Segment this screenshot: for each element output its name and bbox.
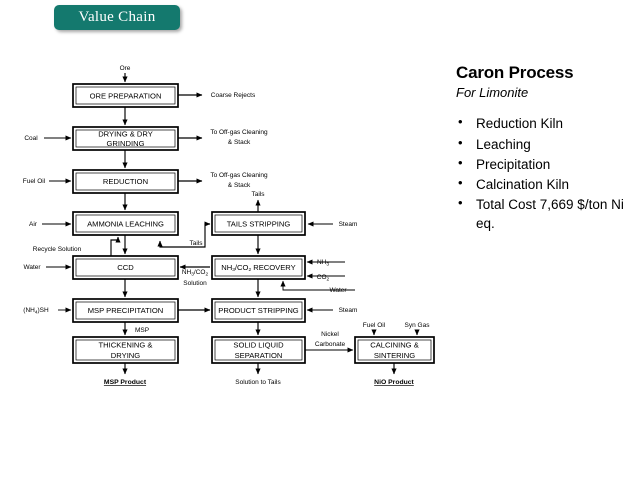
stream-label-syn-gas: Syn Gas	[405, 322, 431, 329]
stream-label-nh3co2-solution-line1: NH3/CO2	[182, 269, 209, 277]
product-label-nio-product: NiO Product	[374, 379, 414, 386]
process-box-ccd: CCD	[72, 255, 179, 280]
stream-label-nh3-in: NH3	[317, 259, 329, 267]
process-box-ammonia-leaching: AMMONIA LEACHING	[72, 211, 179, 236]
connector-lines	[42, 73, 420, 375]
process-box-msp-precipitation: MSP PRECIPITATION	[72, 298, 179, 323]
box-label-drying-line1: DRYING & DRY	[98, 130, 153, 139]
process-box-reduction: REDUCTION	[72, 169, 179, 194]
stream-label-steam-product: Steam	[339, 307, 358, 314]
stream-label-water-ccd: Water	[23, 264, 41, 271]
box-label-product-stripping: PRODUCT STRIPPING	[218, 306, 299, 315]
stream-label-nh3co2-solution-line2: Solution	[183, 280, 207, 287]
box-label-ore-preparation: ORE PREPARATION	[90, 92, 162, 101]
box-label-thickening-line2: DRYING	[111, 351, 140, 360]
stream-label-offgas2-line2: & Stack	[228, 182, 251, 189]
stream-label-recycle-solution: Recycle Solution	[33, 246, 82, 253]
stream-label-fuel-oil-calcining: Fuel Oil	[363, 322, 386, 329]
box-label-drying-line2: GRINDING	[107, 139, 145, 148]
stream-label-coarse-rejects: Coarse Rejects	[211, 92, 256, 99]
stream-label-coal: Coal	[24, 135, 38, 142]
box-label-msp-precipitation: MSP PRECIPITATION	[88, 306, 164, 315]
stream-label-tails-out: Tails	[251, 191, 265, 198]
box-label-calcining-line1: CALCINING &	[370, 341, 419, 350]
process-box-drying-dry-grinding: DRYING & DRY GRINDING	[72, 126, 179, 151]
process-box-product-stripping: PRODUCT STRIPPING	[211, 298, 306, 323]
stream-label-offgas2-line1: To Off-gas Cleaning	[210, 172, 268, 179]
process-title: Caron Process	[456, 63, 574, 82]
stream-label-msp: MSP	[135, 327, 149, 334]
stream-label-tails-recycle: Tails	[189, 240, 203, 247]
stream-label-steam-tails: Steam	[339, 221, 358, 228]
value-chain-banner: Value Chain	[54, 5, 180, 30]
box-label-sls-line2: SEPARATION	[235, 351, 283, 360]
process-box-ore-preparation: ORE PREPARATION	[72, 83, 179, 108]
stream-labels: Ore Coarse Rejects Coal To Off-gas Clean…	[23, 65, 430, 386]
process-box-tails-stripping: TAILS STRIPPING	[211, 211, 306, 236]
box-label-ammonia-leaching: AMMONIA LEACHING	[87, 220, 164, 229]
banner-label: Value Chain	[78, 9, 156, 25]
bullet-item-total-cost: Total Cost 7,669 $/ton Ni eq.	[456, 194, 634, 233]
stream-label-nh4sh: (NH4)SH	[23, 307, 49, 315]
box-label-thickening-line1: THICKENING &	[98, 341, 152, 350]
stream-label-water-recovery: Water	[329, 287, 347, 294]
caron-process-info-panel: Caron Process For Limonite Reduction Kil…	[456, 63, 634, 234]
bullet-item-precipitation: Precipitation	[456, 154, 634, 174]
process-box-solid-liquid-separation: SOLID LIQUID SEPARATION	[211, 336, 306, 364]
process-boxes: ORE PREPARATION DRYING & DRY GRINDING RE…	[72, 83, 435, 364]
product-label-msp-product: MSP Product	[104, 379, 147, 386]
stream-label-nickel-carbonate-line2: Carbonate	[315, 341, 346, 348]
bullet-item-reduction-kiln: Reduction Kiln	[456, 113, 634, 133]
box-label-calcining-line2: SINTERING	[374, 351, 415, 360]
stream-label-offgas1-line1: To Off-gas Cleaning	[210, 129, 268, 136]
stream-label-solution-to-tails: Solution to Tails	[235, 379, 281, 386]
stream-label-fuel-oil-reduction: Fuel Oil	[23, 178, 46, 185]
box-label-nh3-co2-recovery: NH3/CO2 RECOVERY	[221, 263, 295, 273]
bullet-item-calcination-kiln: Calcination Kiln	[456, 174, 634, 194]
stream-label-offgas1-line2: & Stack	[228, 139, 251, 146]
box-label-ccd: CCD	[117, 263, 134, 272]
bullet-item-leaching: Leaching	[456, 134, 634, 154]
process-bullet-list: Reduction Kiln Leaching Precipitation Ca…	[456, 113, 634, 233]
process-box-thickening-drying: THICKENING & DRYING	[72, 336, 179, 364]
stream-label-ore: Ore	[120, 65, 131, 72]
process-box-nh3-co2-recovery: NH3/CO2 RECOVERY	[211, 255, 306, 280]
box-label-tails-stripping: TAILS STRIPPING	[227, 220, 291, 229]
box-label-reduction: REDUCTION	[103, 177, 148, 186]
process-box-calcining-sintering: CALCINING & SINTERING	[354, 336, 435, 364]
product-labels: MSP Product NiO Product	[104, 379, 415, 386]
process-subtitle: For Limonite	[456, 84, 529, 100]
stream-label-air: Air	[29, 221, 38, 228]
stream-label-nickel-carbonate-line1: Nickel	[321, 331, 339, 338]
box-label-sls-line1: SOLID LIQUID	[233, 341, 284, 350]
stream-label-co2-in: CO2	[317, 274, 330, 282]
